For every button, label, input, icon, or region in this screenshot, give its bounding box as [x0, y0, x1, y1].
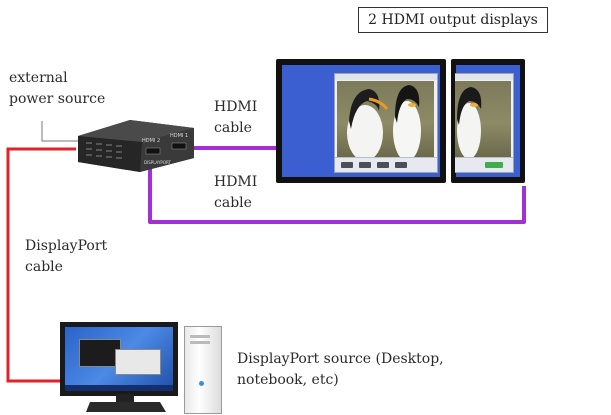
device-input-label: DISPLAYPORT [144, 160, 171, 165]
source-label-line2: notebook, etc) [237, 372, 339, 388]
hdmi2-label-line1: HDMI [214, 174, 258, 190]
pc-monitor [60, 322, 178, 396]
source-label: DisplayPort source (Desktop, notebook, e… [237, 349, 444, 391]
penguin-photo-2 [455, 81, 511, 157]
pc-tower [184, 326, 222, 414]
monitor-icon [276, 59, 446, 183]
diagram-title: 2 HDMI output displays [358, 7, 548, 33]
power-label-line2: power source [9, 91, 106, 107]
hdmi2-label-line2: cable [214, 195, 252, 211]
hdmi-splitter-icon: HDMI 2 HDMI 1 DISPLAYPORT [76, 118, 196, 173]
device-port-label-2: HDMI 1 [170, 133, 189, 139]
displayport-cable [6, 147, 76, 383]
pc-screen [65, 327, 173, 391]
monitor-2-screen [455, 65, 520, 177]
penguin-photo-1 [337, 81, 434, 157]
hdmi1-label-line1: HDMI [214, 99, 258, 115]
dp-label-line2: cable [25, 259, 63, 275]
hdmi1-label-line2: cable [214, 120, 252, 136]
power-lead [41, 121, 78, 142]
monitor-icon [451, 59, 525, 183]
hdmi-cable-2 [148, 150, 526, 224]
source-label-line1: DisplayPort source (Desktop, [237, 351, 444, 367]
viewer-window-2 [455, 73, 514, 173]
desktop-computer-icon [56, 322, 232, 415]
viewer-window-1 [334, 73, 438, 173]
hdmi-cable-label-1: HDMI cable [214, 97, 257, 139]
monitor-1-screen [282, 65, 440, 177]
dp-label-line1: DisplayPort [25, 238, 108, 254]
displayport-cable-label: DisplayPort cable [25, 236, 107, 278]
hdmi-cable-label-2: HDMI cable [214, 172, 257, 214]
power-label-line1: external [9, 70, 68, 86]
device-port-label-1: HDMI 2 [142, 138, 161, 144]
power-source-label: external power source [9, 68, 105, 110]
